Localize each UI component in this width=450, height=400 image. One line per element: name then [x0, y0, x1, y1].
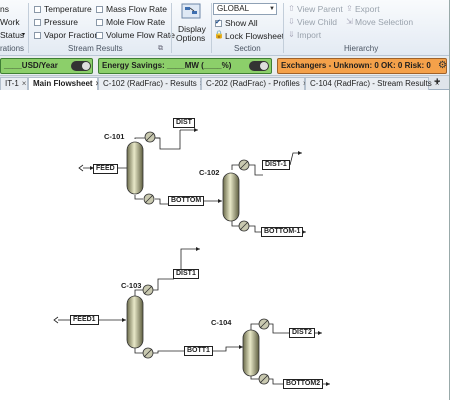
view-child-button[interactable]: View Child [297, 17, 338, 27]
stream-feed[interactable]: FEED [93, 164, 118, 174]
tab-label: C-102 (RadFrac) - Results [103, 79, 197, 88]
new-tab-plus-icon[interactable]: + [434, 76, 441, 88]
pressure-checkbox[interactable] [34, 19, 41, 26]
ribbon-group-label: rations [0, 44, 25, 53]
export-icon: ⇪ [346, 4, 353, 13]
mole-flow-rate-label: Mole Flow Rate [106, 17, 166, 27]
section-select[interactable]: GLOBAL ▼ [213, 3, 277, 15]
energy-toggle[interactable] [249, 61, 269, 71]
volume-flow-rate-checkbox[interactable] [96, 32, 103, 39]
view-child-icon: ⇩ [288, 17, 295, 26]
display-options-button[interactable]: Display Options [172, 0, 210, 56]
stream-feed1[interactable]: FEED1 [70, 315, 99, 325]
stream-bottom[interactable]: BOTTOM [168, 196, 205, 206]
cost-savings-panel: ____USD/Year [0, 58, 93, 74]
vapor-fraction-checkbox[interactable] [34, 32, 41, 39]
stream-bottom2[interactable]: BOTTOM2 [283, 379, 324, 389]
ribbon: ns Work Status ▾ rations Temperature Pre… [0, 0, 450, 56]
exchangers-panel: Exchangers - Unknown: 0 OK: 0 Risk: 0 [277, 58, 447, 74]
stream-dist[interactable]: DIST [173, 118, 195, 128]
mass-flow-rate-label: Mass Flow Rate [106, 4, 167, 14]
tab-label: IT-1 [5, 79, 19, 88]
move-selection-button[interactable]: Move Selection [355, 17, 414, 27]
tab-label: C-202 (RadFrac) - Profiles [206, 79, 300, 88]
tab-main-flowsheet[interactable]: Main Flowsheet× [28, 77, 101, 90]
cost-toggle[interactable] [71, 61, 91, 71]
exchangers-gear-icon[interactable]: ⚙ [438, 60, 447, 71]
block-label-c-103[interactable]: C-103 [121, 281, 142, 290]
hierarchy-group-label: Hierarchy [344, 44, 379, 53]
volume-flow-rate-label: Volume Flow Rate [106, 30, 175, 40]
move-selection-icon: ⇲ [346, 17, 353, 26]
vapor-fraction-label: Vapor Fraction [44, 30, 100, 40]
mole-flow-rate-checkbox[interactable] [96, 19, 103, 26]
stream-dist1[interactable]: DIST1 [173, 269, 199, 279]
stream-bott1[interactable]: BOTT1 [184, 346, 213, 356]
tab-bar: IT-1× Main Flowsheet× C-102 (RadFrac) - … [0, 76, 450, 90]
exchangers-label: Exchangers - Unknown: 0 OK: 0 Risk: 0 [281, 61, 431, 70]
column-c-101 [126, 141, 144, 195]
view-parent-icon: ⇧ [288, 4, 295, 13]
flowsheet-canvas[interactable]: C-101 C-102 C-103 C-104 FEED DIST BOTTOM… [0, 91, 450, 400]
view-parent-button[interactable]: View Parent [297, 4, 343, 14]
close-icon[interactable]: × [434, 79, 440, 88]
column-c-104 [242, 329, 260, 377]
stream-results-group-label: Stream Results [68, 44, 123, 53]
import-button[interactable]: Import [297, 30, 322, 40]
ribbon-item-work[interactable]: Work [0, 17, 20, 27]
block-label-c-102[interactable]: C-102 [199, 168, 220, 177]
close-icon[interactable]: × [21, 79, 27, 88]
block-label-c-104[interactable]: C-104 [211, 318, 232, 327]
ribbon-group-hierarchy: ⇧ View Parent ⇪ Export ⇩ View Child ⇲ Mo… [284, 0, 450, 56]
tab-label: C-104 (RadFrac) - Stream Results [310, 79, 432, 88]
tab-c-104-stream-results[interactable]: C-104 (RadFrac) - Stream Results× [305, 77, 439, 90]
block-label-c-101[interactable]: C-101 [104, 132, 125, 141]
ribbon-item-ns[interactable]: ns [0, 4, 9, 14]
stream-bottom-1[interactable]: BOTTOM-1 [261, 227, 304, 237]
status-dropdown-icon[interactable]: ▾ [22, 32, 26, 38]
import-icon: ⇓ [288, 30, 295, 39]
display-options-label-1: Display [178, 24, 206, 34]
pressure-label: Pressure [44, 17, 79, 27]
ribbon-group-operations: ns Work Status ▾ rations [0, 0, 30, 56]
ribbon-item-status[interactable]: Status [0, 30, 25, 40]
section-select-value: GLOBAL [217, 4, 250, 13]
section-group-label: Section [234, 44, 261, 53]
stream-dist2[interactable]: DIST2 [289, 328, 315, 338]
tab-it-1[interactable]: IT-1× [0, 77, 28, 90]
stream-dist-1[interactable]: DIST-1 [262, 160, 290, 170]
ribbon-group-stream-results: Temperature Pressure Vapor Fraction Mass… [30, 0, 175, 56]
tab-c-102-results[interactable]: C-102 (RadFrac) - Results× [98, 77, 204, 90]
lock-icon[interactable]: 🔒 [214, 30, 224, 39]
export-button[interactable]: Export [355, 4, 380, 14]
ribbon-group-section: GLOBAL ▼ Show All 🔒 Lock Flowsheet Secti… [212, 0, 285, 56]
show-all-label: Show All [225, 18, 258, 28]
close-icon[interactable]: × [96, 79, 101, 88]
temperature-checkbox[interactable] [34, 6, 41, 13]
energy-savings-panel: Energy Savings: ____MW (____%) [98, 58, 272, 74]
tab-c-202-profiles[interactable]: C-202 (RadFrac) - Profiles× [201, 77, 307, 90]
mass-flow-rate-checkbox[interactable] [96, 6, 103, 13]
tab-label: Main Flowsheet [33, 79, 93, 88]
column-c-103 [126, 295, 144, 349]
show-all-checkbox[interactable] [215, 18, 222, 27]
chevron-down-icon: ▼ [269, 6, 275, 12]
status-bar: ____USD/Year Energy Savings: ____MW (___… [0, 56, 450, 76]
display-options-icon [181, 3, 201, 19]
column-c-102 [222, 172, 240, 222]
cost-savings-label: ____USD/Year [4, 61, 58, 70]
energy-savings-label: Energy Savings: ____MW (____%) [102, 61, 232, 70]
temperature-label: Temperature [44, 4, 92, 14]
flowsheet-drawing [53, 128, 330, 386]
lock-flowsheet-label[interactable]: Lock Flowsheet [225, 31, 285, 41]
dialog-launcher-icon[interactable]: ⧉ [158, 45, 163, 52]
display-options-label-2: Options [176, 33, 206, 43]
